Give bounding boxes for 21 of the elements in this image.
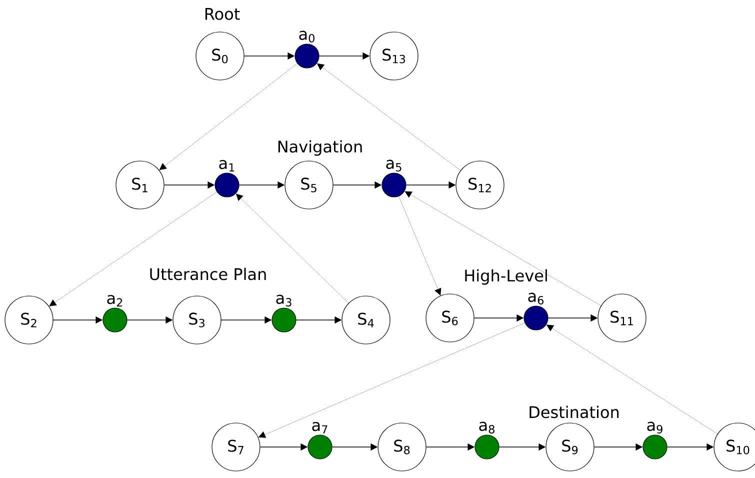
dotted-arrow xyxy=(159,63,298,170)
dotted-arrow xyxy=(236,194,349,304)
group-label: High-Level xyxy=(465,269,547,285)
group-label: Navigation xyxy=(278,140,362,156)
node-label: a$_{0}$ xyxy=(299,30,314,42)
node-label: a$_{5}$ xyxy=(386,160,402,172)
node-label: a$_{6}$ xyxy=(528,292,544,304)
node-label: a$_{9}$ xyxy=(647,422,662,434)
dotted-arrow xyxy=(317,63,461,171)
dotted-arrow xyxy=(49,192,218,306)
group-label: Utterance Plan xyxy=(150,268,266,280)
dotted-arrow xyxy=(258,322,525,438)
node-label: a$_{7}$ xyxy=(312,422,328,434)
node-label: a$_{2}$ xyxy=(107,294,122,306)
dotted-arrow xyxy=(546,324,718,434)
dotted-arrow xyxy=(398,196,442,296)
node-label: a$_{1}$ xyxy=(219,160,234,172)
group-label: Destination xyxy=(530,406,619,418)
node-label: a$_{3}$ xyxy=(276,294,292,306)
dotted-arrow xyxy=(404,191,602,306)
node-label: a$_{8}$ xyxy=(479,422,494,434)
